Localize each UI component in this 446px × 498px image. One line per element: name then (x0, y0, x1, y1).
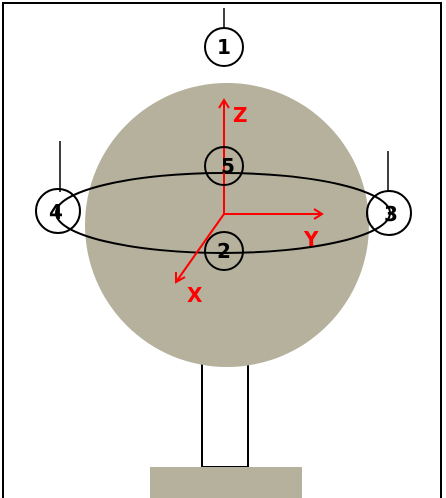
marker-3-label: 3 (384, 202, 398, 226)
z-axis-arrowhead (218, 98, 230, 109)
marker-5[interactable]: 5 (204, 146, 244, 186)
x-axis-label: X (187, 283, 203, 307)
stand-column (201, 354, 249, 468)
marker-5-circle (204, 146, 244, 186)
sphere (85, 83, 369, 367)
marker-3[interactable]: 3 (366, 190, 412, 236)
marker-1[interactable]: 1 (204, 27, 244, 67)
y-axis-arrowhead (313, 208, 324, 220)
x-axis-line (175, 213, 225, 283)
y-axis-label: Y (303, 227, 319, 251)
marker-3-circle (366, 190, 412, 236)
z-axis-label: Z (233, 103, 248, 127)
marker-1-circle (204, 27, 244, 67)
coordinate-axes (175, 98, 324, 284)
marker-1-label: 1 (217, 35, 231, 59)
marker-5-label: 5 (221, 154, 235, 178)
marker-2-circle (204, 231, 244, 271)
marker-2-label: 2 (217, 239, 231, 263)
marker-4-circle (35, 188, 81, 234)
marker-4-label: 4 (49, 200, 63, 224)
marker-4[interactable]: 4 (35, 188, 81, 234)
marker-2[interactable]: 2 (204, 231, 244, 271)
x-axis-arrowhead (175, 272, 186, 284)
stand-base (150, 467, 302, 498)
